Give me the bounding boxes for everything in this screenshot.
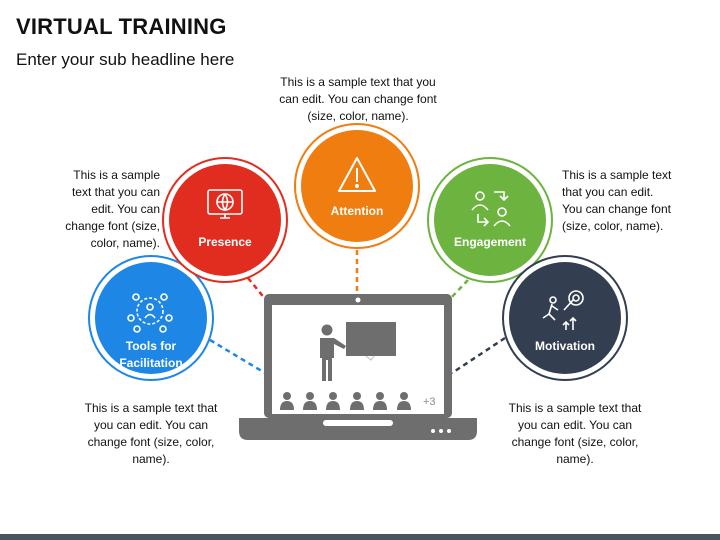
desc-tools: This is a sample text that you can edit.… — [84, 401, 218, 466]
node-label-attention: Attention — [331, 204, 384, 218]
node-engagement: Engagement — [427, 157, 553, 283]
node-label-motivation: Motivation — [535, 339, 595, 353]
laptop-presentation-icon: +3 — [239, 294, 477, 440]
warning-triangle-icon — [338, 157, 376, 192]
audience-extra-count: +3 — [423, 396, 436, 408]
node-label-presence: Presence — [198, 235, 252, 249]
desc-motivation: This is a sample text that you can edit.… — [508, 401, 642, 466]
node-label-tools-2: Facilitation — [119, 356, 182, 370]
connector-engagement — [448, 279, 469, 301]
node-tools: Tools for Facilitation — [88, 255, 214, 381]
node-label-tools-1: Tools for — [126, 339, 177, 353]
people-exchange-icon — [471, 191, 511, 227]
desc-presence: This is a sample text that you can edit.… — [65, 168, 160, 250]
page-title: VIRTUAL TRAINING — [16, 14, 227, 39]
desc-attention: This is a sample text that you can edit.… — [279, 75, 437, 123]
runner-target-icon — [542, 290, 584, 330]
node-motivation: Motivation — [502, 255, 628, 381]
desc-engagement: This is a sample text that you can edit.… — [562, 168, 672, 233]
connector-presence — [247, 277, 267, 301]
node-attention: Attention — [294, 123, 420, 249]
connector-motivation — [451, 336, 506, 375]
page-subtitle: Enter your sub headline here — [16, 50, 235, 69]
bottom-bar — [0, 534, 720, 540]
people-network-icon — [127, 293, 173, 333]
connectors — [209, 250, 506, 375]
node-label-engagement: Engagement — [454, 235, 526, 249]
node-presence: Presence — [162, 157, 288, 283]
connector-tools — [209, 338, 266, 375]
monitor-globe-icon — [207, 189, 243, 219]
